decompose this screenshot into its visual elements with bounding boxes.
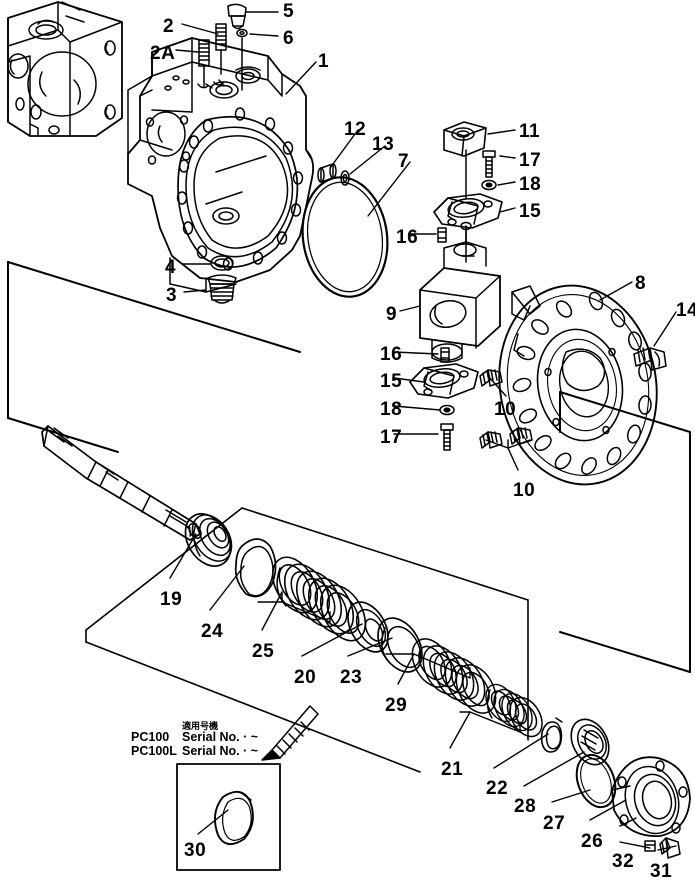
part-32-washer bbox=[644, 840, 656, 852]
callout-4: 4 bbox=[165, 257, 177, 278]
part-19-bearing bbox=[184, 513, 233, 567]
part-26-cover bbox=[611, 756, 691, 837]
part-15-seat-lower bbox=[409, 363, 479, 399]
part-29-disc-stack bbox=[411, 638, 497, 714]
part-18-washer-lower bbox=[439, 404, 455, 416]
part-10-pins-lower bbox=[479, 427, 533, 449]
callout-5: 5 bbox=[283, 1, 295, 22]
serial-note-model-1: PC100 bbox=[131, 730, 170, 744]
callout-27: 27 bbox=[543, 813, 566, 834]
callout-2: 2 bbox=[163, 16, 175, 37]
part-2-stud bbox=[215, 23, 227, 75]
part-2a-stud bbox=[198, 39, 210, 87]
callout-16: 16 bbox=[396, 227, 419, 248]
callout-10: 10 bbox=[513, 480, 536, 501]
callout-23: 23 bbox=[340, 667, 363, 688]
part-4-oring bbox=[210, 255, 234, 271]
part-11-cap bbox=[443, 121, 487, 157]
callout-17: 17 bbox=[519, 150, 542, 171]
callout-11: 11 bbox=[519, 121, 541, 142]
serial-note-text-2: Serial No. · ~ bbox=[182, 744, 259, 758]
callout-28: 28 bbox=[514, 796, 537, 817]
frame-outline bbox=[7, 261, 691, 673]
part-18-washer-upper bbox=[481, 179, 497, 191]
callout-20: 20 bbox=[294, 667, 317, 688]
detail-callout-arrow bbox=[261, 705, 319, 761]
part-3-plug bbox=[207, 274, 237, 304]
part-25-piston-set bbox=[271, 556, 367, 642]
callout-25: 25 bbox=[252, 641, 275, 662]
callout-10: 10 bbox=[494, 399, 517, 420]
part-30-detail-box bbox=[176, 763, 281, 871]
part-8-valve-flange bbox=[498, 284, 658, 486]
callout-9: 9 bbox=[386, 304, 398, 325]
part-5-plug bbox=[227, 3, 247, 30]
part-14-bolt bbox=[633, 346, 667, 371]
part-7-large-oring bbox=[301, 176, 389, 298]
callout-26: 26 bbox=[581, 831, 604, 852]
part-16-pin-lower bbox=[440, 347, 450, 363]
callout-19: 19 bbox=[160, 589, 183, 610]
callout-1: 1 bbox=[318, 51, 330, 72]
part-17-bolt-upper bbox=[482, 150, 496, 178]
part-6-washer bbox=[236, 28, 248, 38]
part-22-snap-ring bbox=[540, 717, 563, 753]
part-1-housing-rear bbox=[7, 1, 123, 137]
callout-6: 6 bbox=[283, 28, 295, 49]
part-21-small-stack bbox=[485, 683, 543, 738]
callout-22: 22 bbox=[486, 778, 509, 799]
callout-7: 7 bbox=[398, 151, 410, 172]
leader-lines bbox=[169, 11, 677, 851]
callout-17: 17 bbox=[380, 427, 403, 448]
callout-18: 18 bbox=[380, 399, 403, 420]
callout-12: 12 bbox=[344, 119, 367, 140]
part-1-pump-body bbox=[127, 37, 315, 293]
callout-3: 3 bbox=[166, 285, 178, 306]
part-16-pin-upper bbox=[437, 227, 447, 243]
part-28-seal bbox=[570, 718, 610, 766]
part-24-retainer bbox=[234, 538, 277, 598]
callout-13: 13 bbox=[372, 134, 395, 155]
callout-24: 24 bbox=[201, 621, 224, 642]
serial-note-model-2: PC100L bbox=[131, 744, 177, 758]
callout-32: 32 bbox=[612, 851, 635, 872]
callout-30: 30 bbox=[184, 840, 207, 861]
callout-29: 29 bbox=[385, 695, 408, 716]
callout-2A: 2A bbox=[150, 43, 176, 64]
callout-8: 8 bbox=[635, 273, 647, 294]
part-27-oring bbox=[575, 753, 617, 809]
serial-note-text-1: Serial No. · ~ bbox=[182, 730, 259, 744]
part-15-seat-upper bbox=[433, 193, 503, 229]
drive-shaft bbox=[41, 425, 202, 541]
callout-15: 15 bbox=[519, 201, 542, 222]
part-23-spacer bbox=[377, 617, 423, 673]
part-9-swash-block bbox=[419, 221, 501, 363]
callout-16: 16 bbox=[380, 344, 403, 365]
callout-18: 18 bbox=[519, 174, 542, 195]
callout-21: 21 bbox=[441, 759, 464, 780]
callout-31: 31 bbox=[650, 861, 673, 880]
rotary-group-frame bbox=[85, 507, 529, 773]
part-20-ring bbox=[347, 601, 389, 653]
part-17-bolt-lower bbox=[440, 423, 454, 451]
callout-14: 14 bbox=[676, 300, 695, 321]
serial-note-japanese-heading: 適用号機 bbox=[182, 722, 219, 732]
callout-15: 15 bbox=[380, 371, 403, 392]
